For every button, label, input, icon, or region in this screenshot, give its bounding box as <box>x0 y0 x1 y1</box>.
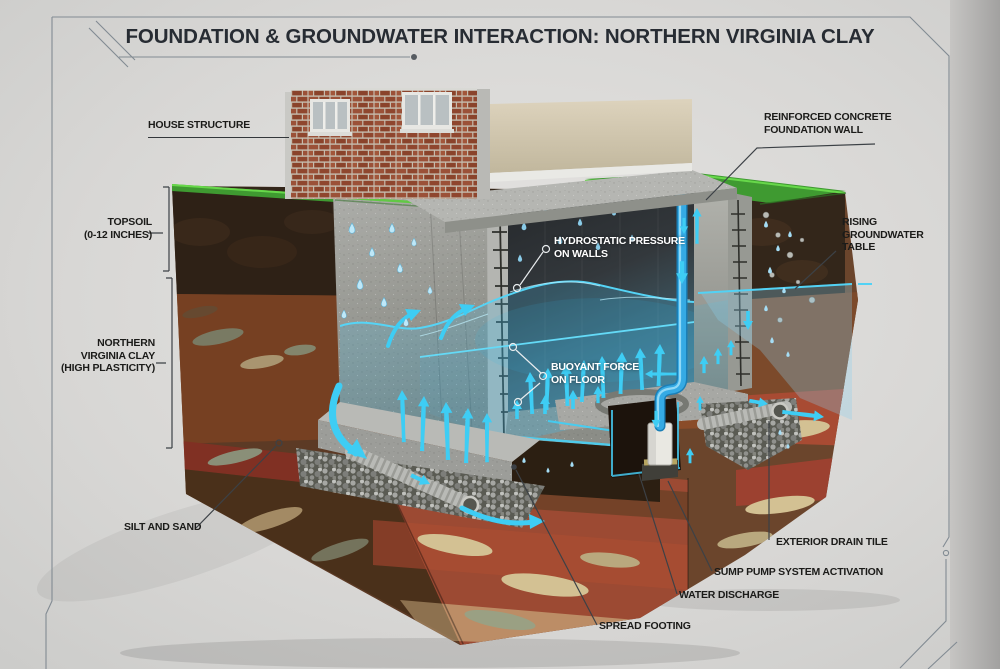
water-table-line <box>697 283 853 294</box>
leader-lines <box>148 143 876 626</box>
leader-spread-footing <box>515 469 598 626</box>
label-topsoil: TOPSOIL (0-12 INCHES) <box>84 216 152 241</box>
page-title: FOUNDATION & GROUNDWATER INTERACTION: NO… <box>125 25 875 48</box>
leader-reinforced-wall <box>705 143 876 201</box>
leader-water-discharge <box>638 473 678 595</box>
water-flow-arrows <box>329 175 825 529</box>
rising-water-plane <box>700 283 852 420</box>
water-surface-line <box>339 280 695 330</box>
label-buoyant-force: BUOYANT FORCE ON FLOOR <box>551 361 640 386</box>
window <box>400 92 454 133</box>
window <box>308 99 352 136</box>
label-silt-and-sand: SILT AND SAND <box>124 521 202 533</box>
baseboard <box>490 163 692 182</box>
label-rising-groundwater-table: RISING GROUNDWATER TABLE <box>842 216 924 253</box>
sump-pump <box>642 422 678 481</box>
label-spread-footing: SPREAD FOOTING <box>599 620 691 632</box>
topsoil-stones <box>762 211 816 323</box>
foundation-wall-exterior <box>333 188 516 443</box>
topsoil-bracket <box>148 186 170 272</box>
rebar-ladder-right <box>731 199 750 387</box>
foundation-wall-right <box>694 186 872 420</box>
house-structure-graphic <box>285 88 737 233</box>
label-exterior-drain-tile: EXTERIOR DRAIN TILE <box>776 536 888 548</box>
groundwater-level-line <box>419 319 711 358</box>
leader-rising-groundwater <box>794 250 837 290</box>
label-house-structure: HOUSE STRUCTURE <box>148 119 289 138</box>
drain-tile-left <box>345 445 480 515</box>
label-sump-pump-activation: SUMP PUMP SYSTEM ACTIVATION <box>714 566 884 578</box>
interior-wall <box>490 99 692 173</box>
leader-sump-pump <box>667 480 713 572</box>
frame-decoration <box>45 16 958 669</box>
label-hydrostatic-pressure: HYDROSTATIC PRESSURE ON WALLS <box>554 235 685 260</box>
label-water-discharge: WATER DISCHARGE <box>679 589 780 601</box>
rebar-ladder-left <box>492 217 516 439</box>
leader-silt-and-sand <box>195 445 277 529</box>
label-northern-virginia-clay: NORTHERN VIRGINIA CLAY (HIGH PLASTICITY) <box>60 337 155 374</box>
leaders-light <box>508 244 551 407</box>
clay-bracket <box>156 277 173 449</box>
label-reinforced-concrete-wall: REINFORCED CONCRETE FOUNDATION WALL <box>764 111 892 136</box>
